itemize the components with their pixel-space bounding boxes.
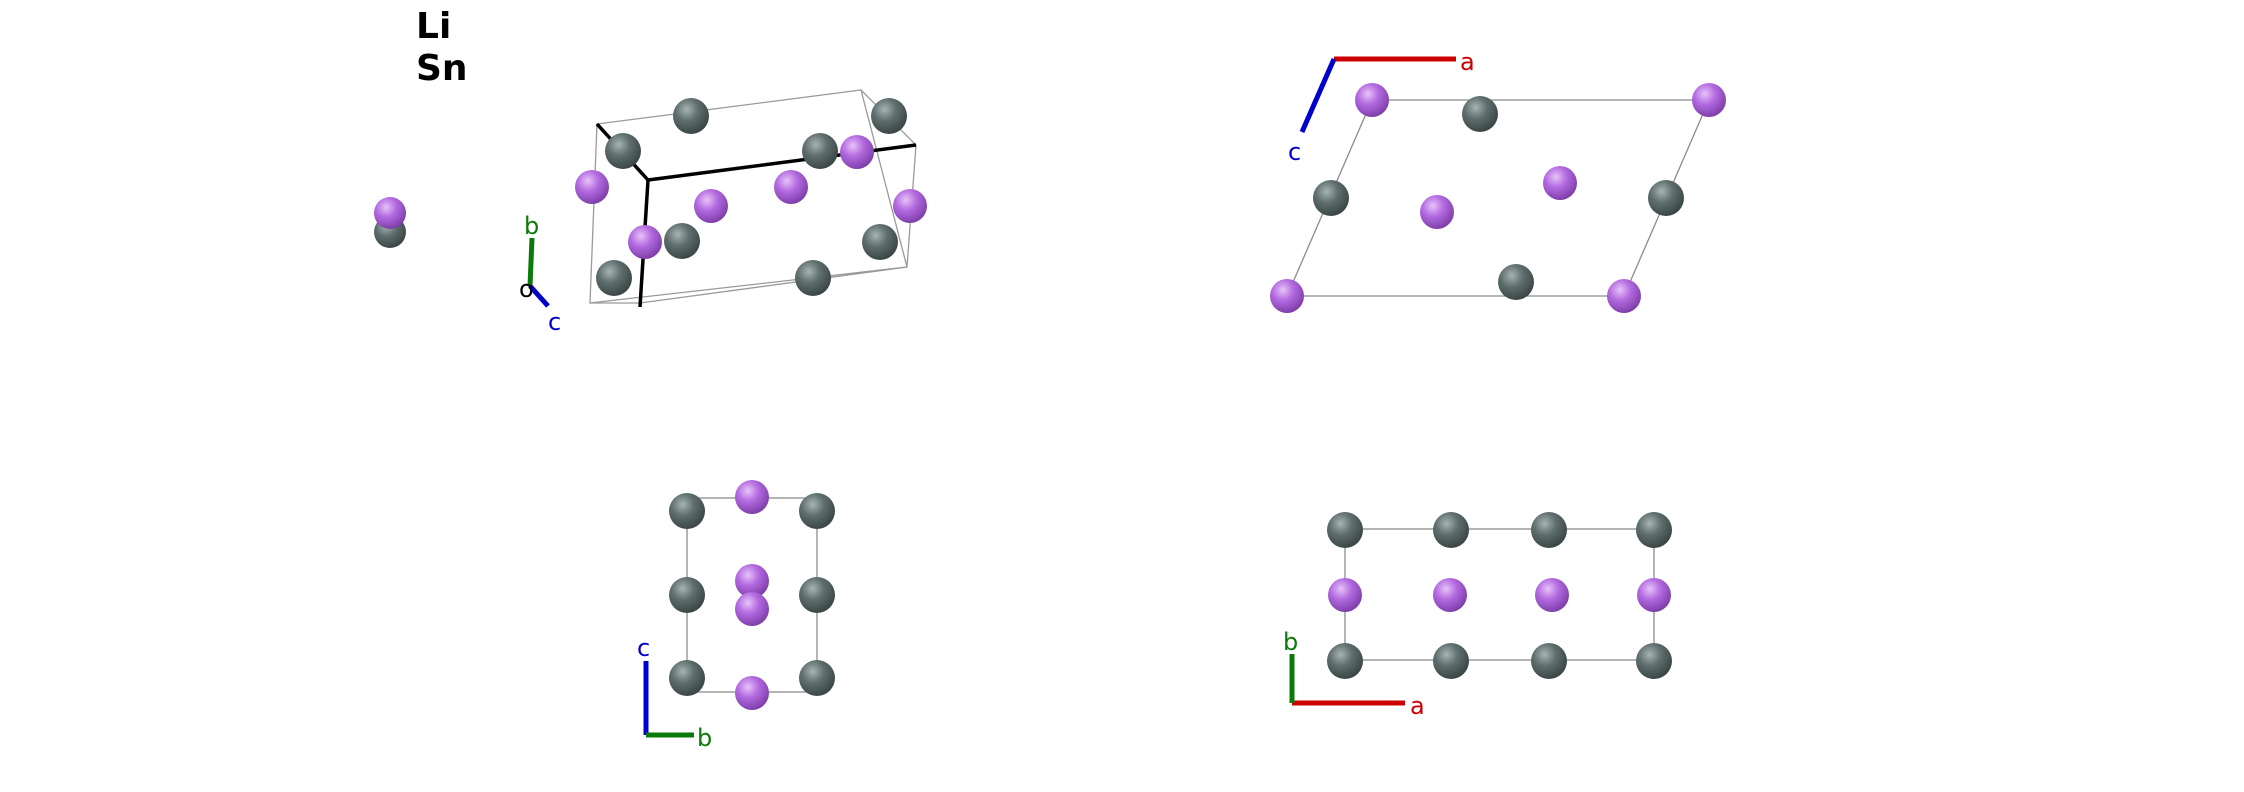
top-right-view: a c: [1270, 48, 1726, 313]
sn-atom: [799, 493, 835, 529]
sn-atom: [669, 493, 705, 529]
axis-triad: b o c: [519, 212, 561, 336]
li-atom: [735, 564, 769, 598]
perspective-view: b o c: [374, 89, 927, 336]
axis-label-a: a: [1460, 48, 1475, 76]
li-atom: [893, 189, 927, 223]
sn-atom: [1648, 180, 1684, 216]
sn-atom: [802, 133, 838, 169]
axis-label-b: b: [524, 212, 539, 240]
sn-atom: [669, 660, 705, 696]
sn-atom: [669, 577, 705, 613]
sn-atom: [1433, 512, 1469, 548]
sn-atom: [1636, 643, 1672, 679]
bottom-left-view: c b: [637, 480, 835, 752]
sn-atom: [1636, 512, 1672, 548]
axis-triad: c b: [637, 634, 712, 752]
axis-label-c: c: [548, 308, 561, 336]
sn-atom: [1531, 512, 1567, 548]
sn-atom: [799, 660, 835, 696]
li-atom: [1420, 195, 1454, 229]
axis-triad: a c: [1288, 48, 1475, 166]
li-atom: [575, 170, 609, 204]
sn-atom: [871, 98, 907, 134]
axis-label-o: o: [519, 275, 534, 303]
sn-atom: [1327, 643, 1363, 679]
axis-label-c: c: [637, 634, 650, 662]
sn-atom: [605, 133, 641, 169]
element-legend: Li Sn: [416, 6, 468, 90]
axis-label-b: b: [1283, 628, 1298, 656]
sn-atom: [673, 98, 709, 134]
li-atom: [1692, 83, 1726, 117]
li-atom: [1328, 578, 1362, 612]
li-atom: [1433, 578, 1467, 612]
legend-label-sn: Sn: [416, 48, 468, 89]
li-atom: [1270, 279, 1304, 313]
legend-label-li: Li: [416, 6, 452, 47]
li-atom: [694, 189, 728, 223]
li-atom: [1637, 578, 1671, 612]
li-atom: [1355, 83, 1389, 117]
axis-label-c: c: [1288, 138, 1301, 166]
li-atom: [735, 592, 769, 626]
li-atom: [1535, 578, 1569, 612]
li-atom: [735, 676, 769, 710]
sn-atom: [862, 224, 898, 260]
axis-label-a: a: [1410, 692, 1425, 720]
li-atom: [840, 135, 874, 169]
unit-cell-outline: [1286, 99, 1710, 297]
li-atom: [628, 225, 662, 259]
axis-label-b: b: [697, 724, 712, 752]
sn-atom: [1313, 180, 1349, 216]
li-atom: [774, 170, 808, 204]
li-atom: [1607, 279, 1641, 313]
sn-atom: [1531, 643, 1567, 679]
sn-atom: [596, 260, 632, 296]
sn-atom: [1327, 512, 1363, 548]
sn-atom: [664, 223, 700, 259]
sn-atom: [1433, 643, 1469, 679]
li-atom: [1543, 166, 1577, 200]
axis-triad: b a: [1283, 628, 1425, 720]
sn-atom: [795, 260, 831, 296]
sn-atom: [1462, 96, 1498, 132]
unit-cell-outline: [589, 89, 917, 304]
sn-atom: [1498, 264, 1534, 300]
unit-cell-outline: [1344, 528, 1655, 661]
li-atom: [735, 480, 769, 514]
sn-atom: [799, 577, 835, 613]
bottom-right-view: b a: [1283, 512, 1672, 720]
li-atom: [374, 197, 406, 229]
